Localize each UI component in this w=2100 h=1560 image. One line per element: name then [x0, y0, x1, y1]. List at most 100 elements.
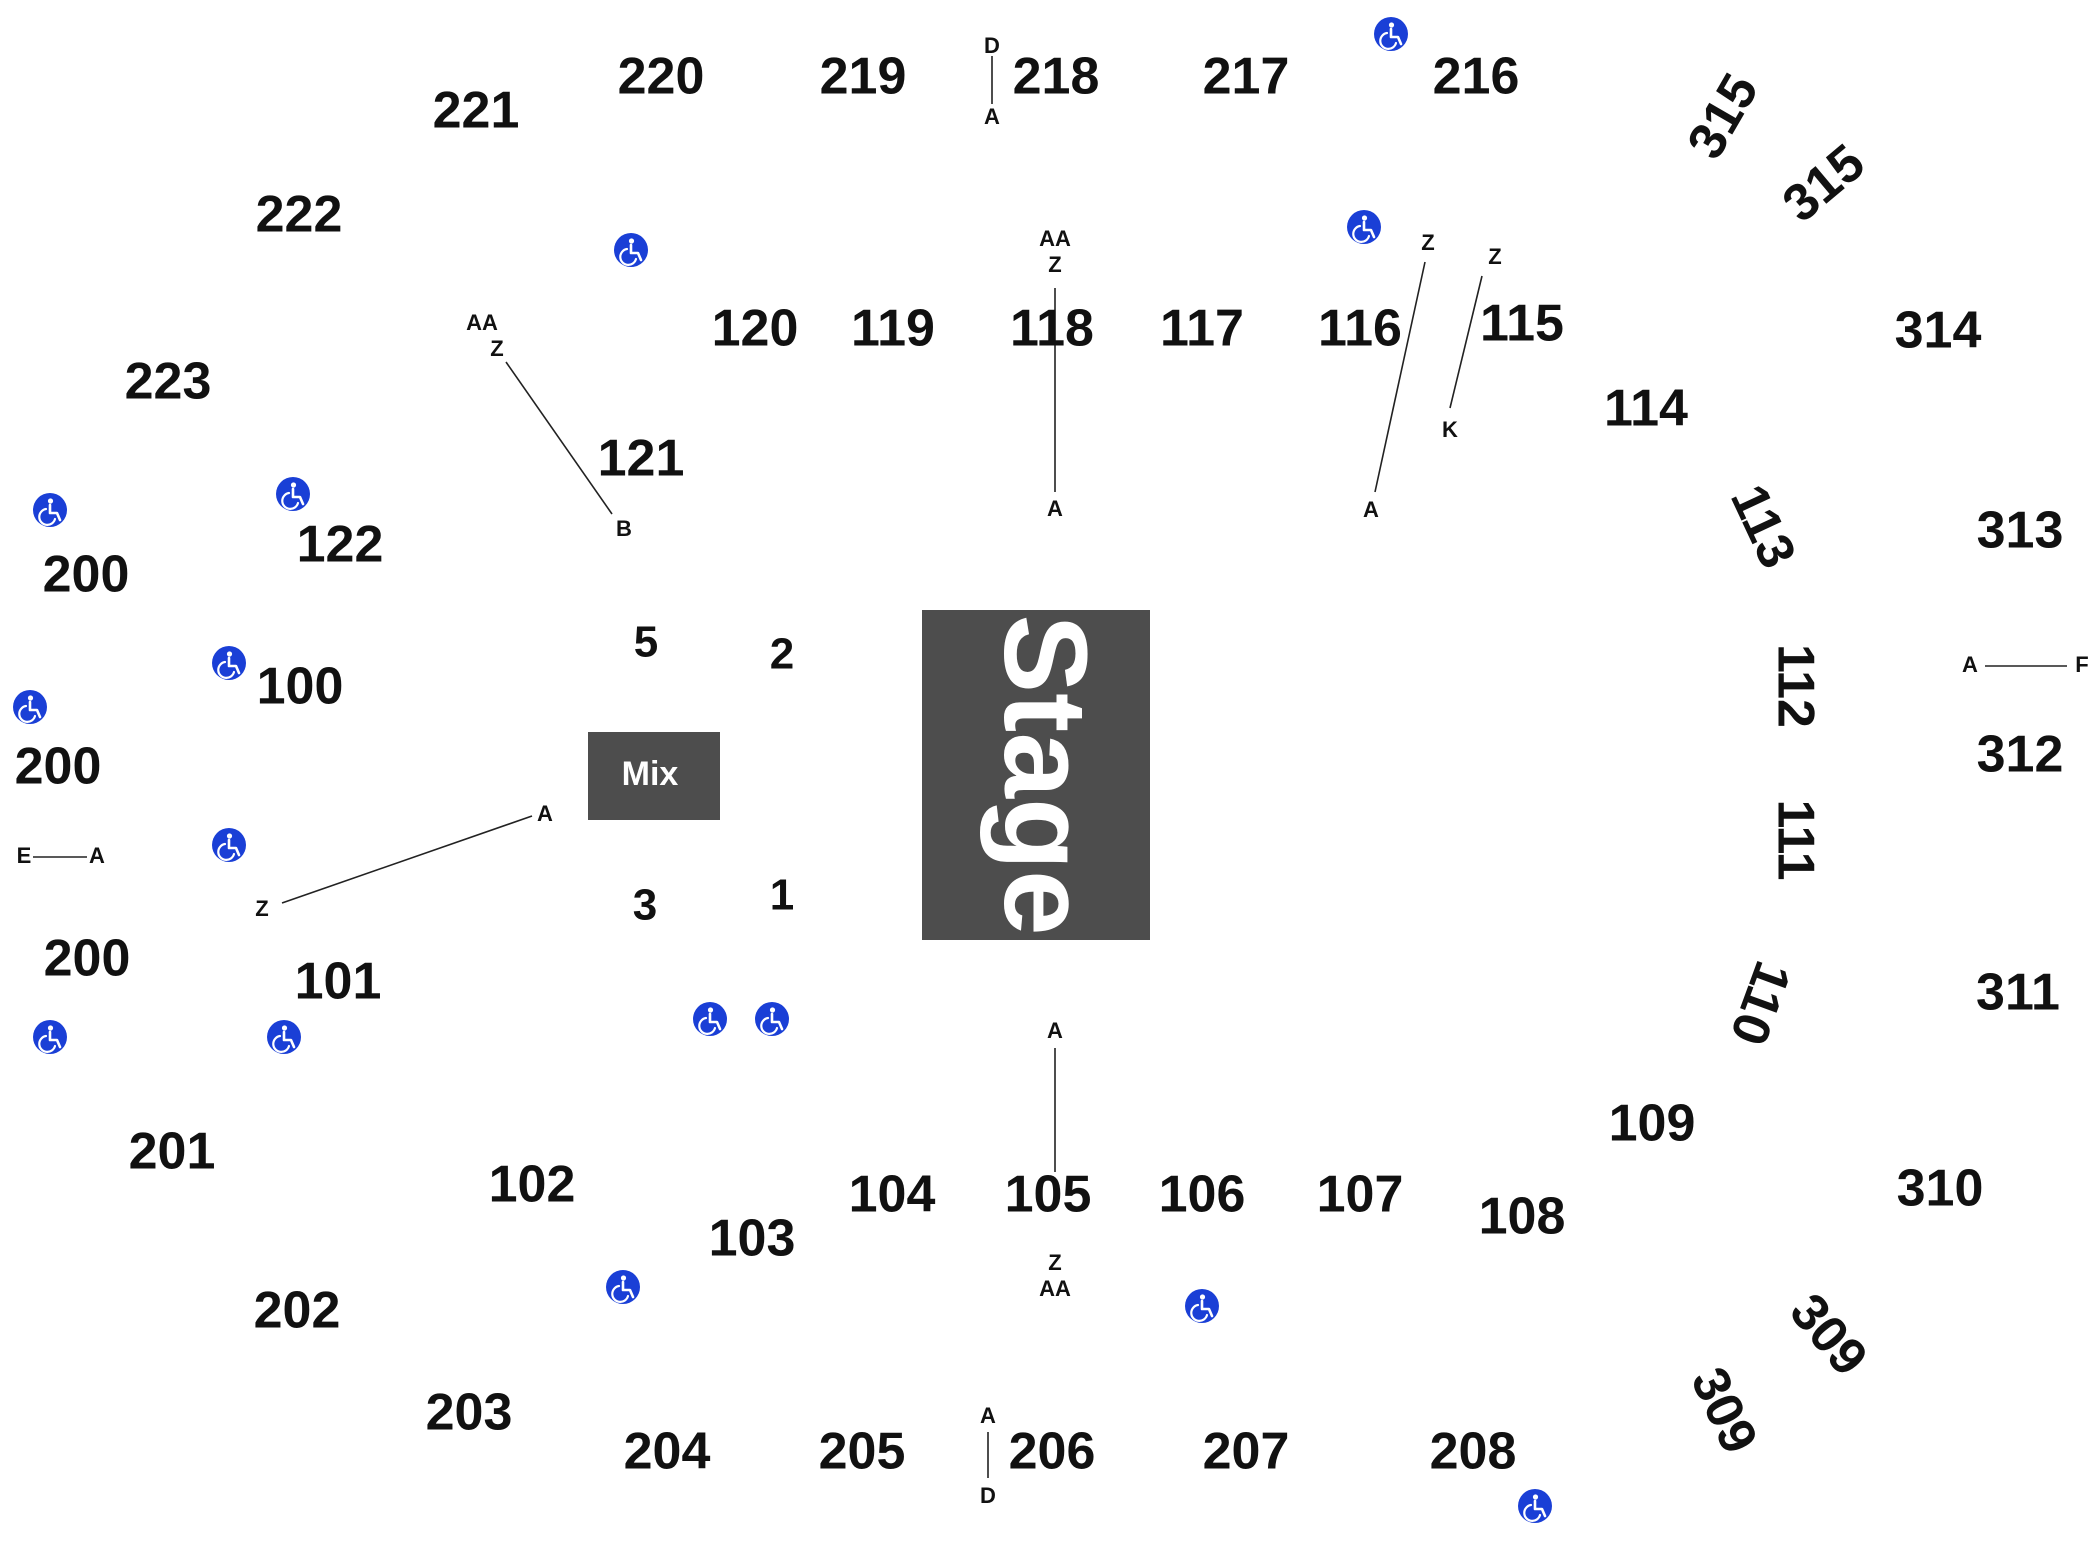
section-107[interactable]: 107 [1317, 1166, 1404, 1224]
row-label-218-a: A [984, 104, 1000, 129]
section-100[interactable]: 100 [257, 658, 344, 716]
section-309-upper[interactable]: 309 [1778, 1283, 1878, 1387]
section-106[interactable]: 106 [1159, 1166, 1246, 1224]
row-label-121-z: Z [490, 336, 503, 361]
row-label-200-e: E [17, 843, 32, 868]
section-101[interactable]: 101 [295, 953, 382, 1011]
wheelchair-icon [265, 1018, 303, 1056]
section-115[interactable]: 115 [1480, 295, 1564, 353]
section-200-upper[interactable]: 200 [43, 546, 130, 604]
section-118[interactable]: 118 [1010, 300, 1094, 358]
section-313[interactable]: 313 [1977, 502, 2064, 560]
mix-position[interactable]: Mix [588, 732, 720, 820]
section-108[interactable]: 108 [1479, 1188, 1566, 1246]
section-203[interactable]: 203 [426, 1384, 513, 1442]
wheelchair-icon [612, 231, 650, 269]
wheelchair-icon [1183, 1287, 1221, 1325]
section-110[interactable]: 110 [1718, 954, 1801, 1053]
seating-sections: 221 220 219 218 217 216 315 315 222 223 … [15, 48, 2064, 1481]
section-220[interactable]: 220 [618, 48, 705, 106]
section-121[interactable]: 121 [598, 430, 685, 488]
wheelchair-icon [1372, 15, 1410, 53]
row-label-101-a: A [537, 801, 553, 826]
row-label-121-aa: AA [466, 310, 498, 335]
section-200-lower[interactable]: 200 [44, 930, 131, 988]
section-103[interactable]: 103 [709, 1210, 796, 1268]
row-label-312-f: F [2075, 652, 2088, 677]
section-102[interactable]: 102 [489, 1156, 576, 1214]
row-label-116-z: Z [1421, 230, 1434, 255]
section-117[interactable]: 117 [1160, 300, 1244, 358]
row-label-101-z: Z [255, 896, 268, 921]
section-216[interactable]: 216 [1433, 48, 1520, 106]
mix-label: Mix [622, 755, 679, 793]
section-201[interactable]: 201 [129, 1123, 216, 1181]
row-label-312-a: A [1962, 652, 1978, 677]
row-label-105-z: Z [1048, 1250, 1061, 1275]
wheelchair-icon [691, 1000, 729, 1038]
section-206[interactable]: 206 [1009, 1423, 1096, 1481]
section-120[interactable]: 120 [712, 300, 799, 358]
wheelchair-icon [604, 1268, 642, 1306]
stage[interactable]: Stage [922, 610, 1150, 940]
section-312[interactable]: 312 [1977, 726, 2064, 784]
section-208[interactable]: 208 [1430, 1423, 1517, 1481]
section-104[interactable]: 104 [849, 1166, 936, 1224]
section-105[interactable]: 105 [1005, 1166, 1092, 1224]
row-line-121 [505, 361, 613, 515]
section-310[interactable]: 310 [1897, 1160, 1984, 1218]
section-315-lower[interactable]: 315 [1772, 133, 1876, 233]
wheelchair-icon [11, 688, 49, 726]
wheelchair-icon [210, 644, 248, 682]
row-label-118-a: A [1047, 496, 1063, 521]
section-202[interactable]: 202 [254, 1282, 341, 1340]
row-label-105-a: A [1047, 1018, 1063, 1043]
section-200-middle[interactable]: 200 [15, 738, 102, 796]
section-112[interactable]: 112 [1766, 644, 1824, 728]
floor-section-1[interactable]: 1 [770, 871, 794, 920]
row-label-118-z: Z [1048, 252, 1061, 277]
section-122[interactable]: 122 [297, 516, 384, 574]
section-205[interactable]: 205 [819, 1423, 906, 1481]
wheelchair-icon [1345, 208, 1383, 246]
floor-section-2[interactable]: 2 [770, 630, 794, 679]
wheelchair-icon [1516, 1487, 1554, 1525]
row-labels: D A AA Z A AA Z B Z A Z K A F E A A Z A … [17, 33, 2089, 1508]
section-119[interactable]: 119 [851, 300, 935, 358]
row-label-115-k: K [1442, 417, 1458, 442]
section-109[interactable]: 109 [1609, 1095, 1696, 1153]
stage-label: Stage [979, 614, 1111, 935]
section-204[interactable]: 204 [624, 1423, 711, 1481]
section-113[interactable]: 113 [1719, 476, 1807, 577]
section-111[interactable]: 111 [1766, 799, 1824, 880]
row-label-118-aa: AA [1039, 226, 1071, 251]
row-label-200-a: A [89, 843, 105, 868]
row-label-116-a: A [1363, 497, 1379, 522]
wheelchair-icon [753, 1000, 791, 1038]
section-311[interactable]: 311 [1976, 964, 2060, 1022]
section-218[interactable]: 218 [1013, 48, 1100, 106]
section-114[interactable]: 114 [1604, 380, 1688, 438]
section-219[interactable]: 219 [820, 48, 907, 106]
section-207[interactable]: 207 [1203, 1423, 1290, 1481]
section-222[interactable]: 222 [256, 186, 343, 244]
floor-section-5[interactable]: 5 [634, 618, 658, 667]
section-217[interactable]: 217 [1203, 48, 1290, 106]
mix-block [588, 732, 720, 820]
row-guides [33, 56, 2067, 1478]
floor-section-3[interactable]: 3 [633, 881, 657, 930]
section-315-upper[interactable]: 315 [1676, 64, 1770, 168]
section-221[interactable]: 221 [433, 82, 520, 140]
row-label-115-z: Z [1488, 244, 1501, 269]
section-309-lower[interactable]: 309 [1679, 1359, 1768, 1462]
wheelchair-icon [31, 491, 69, 529]
section-314[interactable]: 314 [1895, 302, 1982, 360]
row-line-101 [281, 815, 533, 904]
section-116[interactable]: 116 [1318, 300, 1402, 358]
accessible-seating [11, 15, 1554, 1525]
stage-block [922, 610, 1150, 940]
section-223[interactable]: 223 [125, 353, 212, 411]
floor-sections: 5 2 3 1 [633, 618, 794, 930]
row-label-121-b: B [616, 516, 632, 541]
